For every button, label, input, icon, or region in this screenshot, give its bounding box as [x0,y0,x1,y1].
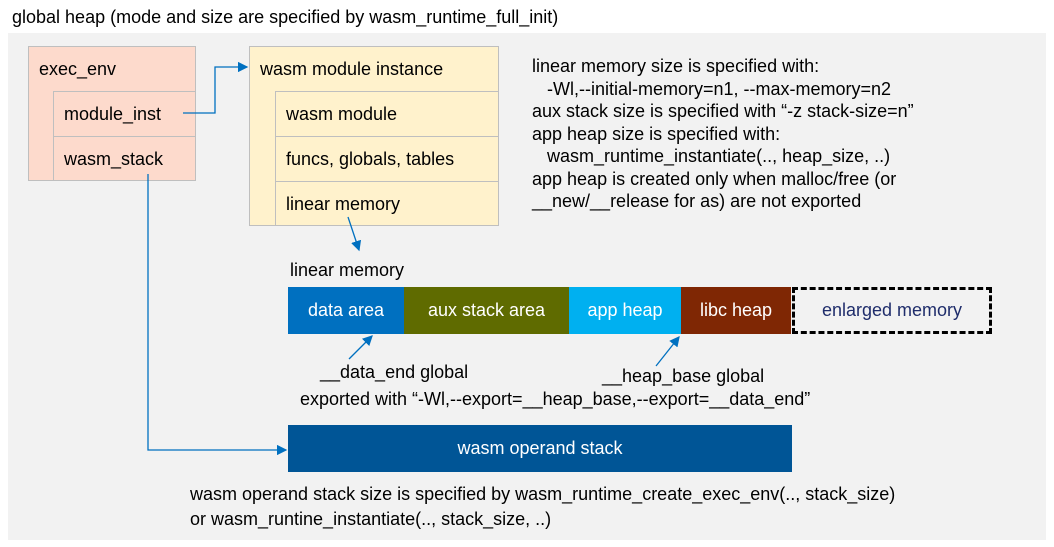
wasm-operand-stack: wasm operand stack [288,425,792,472]
field-module-inst: module_inst [54,91,195,136]
module-instance-box: wasm module instance wasm module funcs, … [249,46,499,226]
note-line: wasm_runtime_instantiate(.., heap_size, … [532,146,891,166]
wasm-stack-arrow [147,174,288,456]
linear-memory-label: linear memory [290,260,405,280]
note-line: __new/__release for as) are not exported [532,191,862,211]
linear-memory-arrow [347,216,362,252]
stack-note-line: wasm operand stack size is specified by … [190,484,896,504]
divider [275,91,276,225]
note-line: -Wl,--initial-memory=n1, --max-memory=n2 [532,78,892,99]
note-line: app heap size is specified with: [532,123,781,144]
data-end-label: __data_end global [320,362,469,382]
module-inst-arrow [183,61,249,114]
segment-libc-heap: libc heap [681,287,791,334]
notes: linear memory size is specified with: -W… [532,55,914,213]
diagram-title: global heap (mode and size are specified… [12,7,559,27]
divider [53,91,54,180]
field-funcs-globals-tables: funcs, globals, tables [276,136,498,181]
exec-env-header: exec_env [39,59,117,79]
segment-aux-stack-area: aux stack area [404,287,569,334]
exec-env-box: exec_env module_inst wasm_stack [28,46,196,181]
heap-base-label: __heap_base global [602,366,765,386]
segment-app-heap: app heap [569,287,681,334]
stack-note-line: or wasm_runtine_instantiate(.., stack_si… [190,509,552,529]
segment-enlarged-memory: enlarged memory [792,287,992,334]
note-line: linear memory size is specified with: [532,56,820,76]
heap-base-arrow [655,335,680,367]
note-line: aux stack size is specified with “-z sta… [532,101,914,121]
field-wasm-module: wasm module [276,91,498,136]
note-line: app heap is created only when malloc/fre… [532,168,897,189]
export-note: exported with “-Wl,--export=__heap_base,… [300,389,811,409]
segment-data-area: data area [288,287,404,334]
field-wasm-stack: wasm_stack [54,136,195,181]
field-linear-memory: linear memory [276,181,498,226]
data-end-arrow [348,335,373,360]
module-instance-header: wasm module instance [260,59,444,79]
